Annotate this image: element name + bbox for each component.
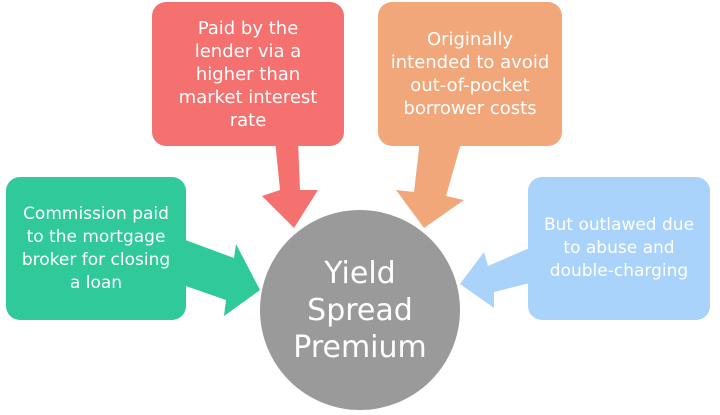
center-circle-yield-spread-premium: Yield Spread Premium [260, 210, 460, 410]
arrow-right [460, 246, 534, 308]
box-outlawed: But outlawed due to abuse and double-cha… [528, 177, 710, 320]
box-originally-intended: Originally intended to avoid out-of-pock… [378, 2, 562, 146]
arrow-left [180, 238, 260, 316]
arrow-top-left [258, 140, 318, 228]
box-paid-by-lender: Paid by the lender via a higher than mar… [152, 2, 344, 146]
arrow-top-right [396, 140, 464, 228]
box-commission-paid: Commission paid to the mortgage broker f… [6, 177, 186, 320]
